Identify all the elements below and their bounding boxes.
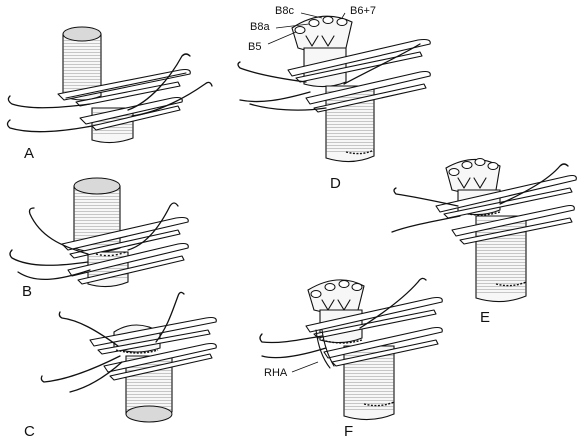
- label-b6-7: B6+7: [350, 5, 376, 17]
- label-b8a: B8a: [250, 21, 270, 33]
- suture-left-lower: [6, 119, 93, 133]
- upper-vascular-clamp: [305, 296, 443, 333]
- suture-left-lower: [261, 347, 327, 359]
- suture-left-upper: [237, 61, 307, 83]
- panel-e: E: [391, 158, 577, 326]
- duct-opening: [338, 280, 350, 288]
- suture-left-upper: [28, 207, 89, 255]
- upper-vascular-clamp: [435, 174, 577, 213]
- panel-letter-d: D: [330, 175, 341, 192]
- completed-suture-line: [363, 401, 395, 407]
- duct-opening: [474, 158, 486, 166]
- upper-vascular-clamp: [61, 216, 189, 251]
- leader-b6-7: [341, 12, 346, 19]
- duct-opening-b8a: [308, 19, 320, 27]
- suture-left-mid: [239, 91, 311, 103]
- panel-letter-f: F: [344, 423, 353, 440]
- lower-vascular-clamp: [451, 204, 575, 237]
- leader-b8c: [300, 12, 323, 19]
- panel-b: B: [9, 177, 189, 300]
- leader-b8a: [275, 23, 310, 29]
- suture-left-upper: [393, 187, 459, 207]
- panel-f: RHA F: [259, 277, 443, 440]
- duct-opening: [448, 168, 460, 176]
- vessel-lumen-bottom: [125, 405, 173, 423]
- suture-left-upper: [58, 311, 119, 347]
- label-b5: B5: [248, 41, 261, 53]
- suture-right-upper: [155, 291, 185, 343]
- suture-left-lower: [391, 215, 461, 233]
- suture-left-lower: [40, 355, 121, 383]
- suture-left-mid: [9, 249, 89, 266]
- suture-right-upper: [127, 202, 179, 251]
- duct-opening-b8c: [322, 16, 334, 24]
- completed-suture-line: [495, 281, 527, 287]
- leader-b5: [267, 31, 297, 45]
- suture-left-lower: [249, 103, 327, 111]
- suture-left-lower: [17, 269, 91, 281]
- right-hepatic-artery: [315, 329, 331, 369]
- vessel-lumen-top: [62, 26, 102, 42]
- suture-left-upper: [7, 95, 91, 109]
- panel-letter-e: E: [480, 309, 490, 326]
- duct-opening-b5: [294, 26, 306, 34]
- duct-opening-b6-7: [336, 18, 348, 26]
- completed-suture-line: [345, 149, 375, 155]
- panel-letter-c: C: [24, 423, 35, 440]
- label-b8c: B8c: [275, 5, 294, 17]
- duct-opening: [351, 283, 363, 291]
- duct-opening: [487, 162, 499, 170]
- lower-vascular-clamp: [305, 70, 431, 105]
- suture-right-upper: [127, 53, 191, 111]
- suture-right-upper: [499, 163, 569, 205]
- upper-vascular-clamp: [89, 316, 217, 347]
- panel-d: B8c B6+7 B8a B5 D: [237, 5, 431, 192]
- suture-left-upper: [259, 333, 323, 344]
- duct-opening: [461, 161, 473, 169]
- lower-vascular-clamp: [103, 342, 217, 373]
- panel-letter-a: A: [24, 145, 34, 162]
- duct-opening: [310, 290, 322, 298]
- suture-left-bottom: [69, 361, 123, 393]
- vessel-lumen-top: [73, 177, 121, 195]
- suture-right-lower: [131, 81, 213, 117]
- panel-a: A: [6, 26, 213, 162]
- suture-right-upper: [359, 277, 427, 329]
- leader-rha: [291, 361, 319, 373]
- duct-opening: [324, 283, 336, 291]
- lower-vascular-clamp: [323, 326, 443, 359]
- panel-letter-b: B: [22, 283, 32, 300]
- suture-right-upper: [343, 43, 421, 85]
- panel-c: C: [24, 291, 217, 440]
- label-rha: RHA: [264, 367, 288, 379]
- lower-vascular-clamp: [67, 242, 189, 277]
- upper-vascular-clamp: [287, 38, 431, 77]
- anastomosis-suture-line: [115, 349, 159, 354]
